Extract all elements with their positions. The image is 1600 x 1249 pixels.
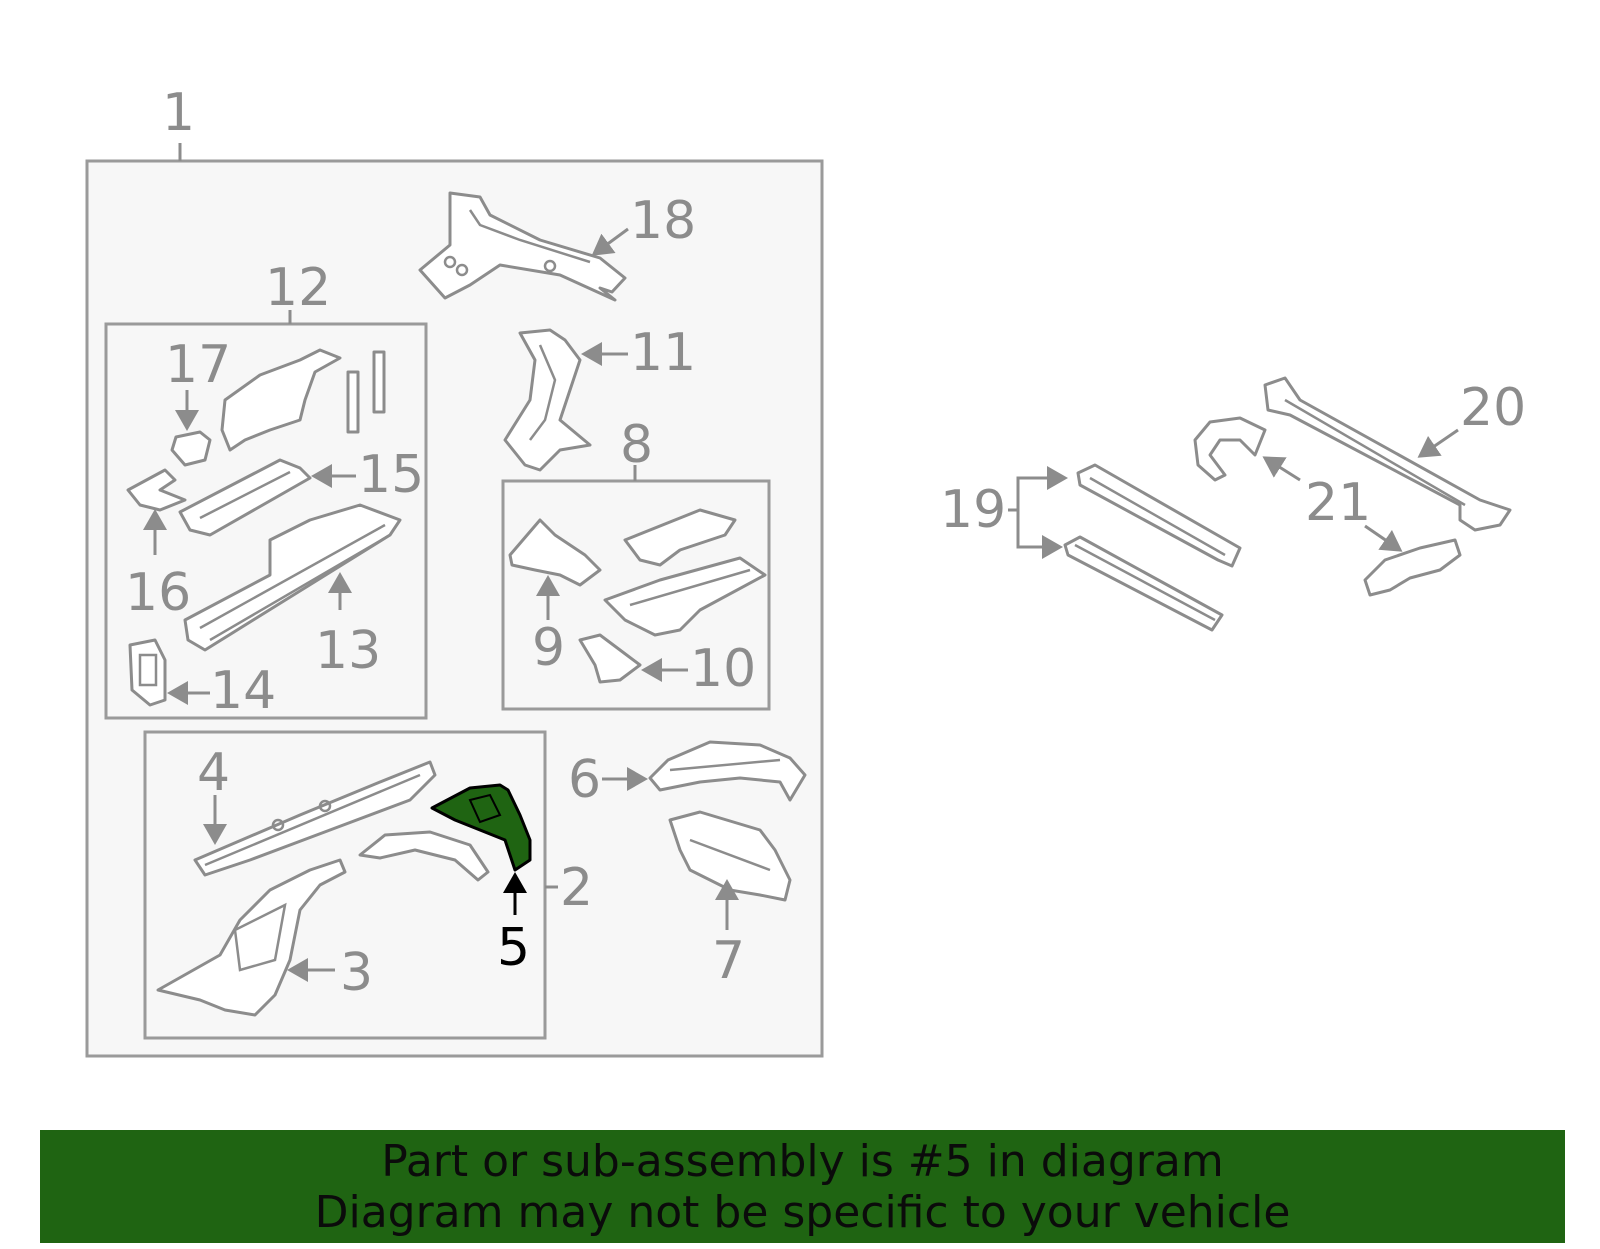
part-4[interactable] — [193, 760, 437, 877]
part-5-highlighted[interactable] — [430, 783, 532, 872]
callout-16[interactable]: 16 — [125, 563, 191, 623]
part-14[interactable] — [128, 638, 167, 707]
part-12-bracket — [220, 348, 386, 452]
callout-5[interactable]: 5 — [497, 918, 530, 978]
part-3[interactable] — [156, 858, 347, 1017]
callout-4[interactable]: 4 — [197, 743, 230, 803]
callout-13[interactable]: 13 — [315, 621, 381, 681]
callout-3[interactable]: 3 — [340, 943, 373, 1003]
callout-19[interactable]: 19 — [940, 480, 1006, 540]
info-banner: Part or sub-assembly is #5 in diagram Di… — [40, 1130, 1565, 1243]
callout-6[interactable]: 6 — [568, 750, 601, 810]
part-16[interactable] — [126, 468, 187, 512]
part-6[interactable] — [648, 740, 807, 802]
callout-15[interactable]: 15 — [358, 445, 424, 505]
part-18[interactable] — [418, 191, 627, 302]
part-19[interactable] — [1063, 463, 1242, 632]
part-17[interactable] — [170, 430, 212, 467]
part-9[interactable] — [508, 518, 602, 587]
callout-12[interactable]: 12 — [265, 258, 331, 318]
callout-8[interactable]: 8 — [620, 415, 653, 475]
banner-line-2: Diagram may not be specific to your vehi… — [314, 1187, 1291, 1238]
part-8-pieces — [603, 508, 767, 637]
callout-18[interactable]: 18 — [630, 191, 696, 251]
callout-7[interactable]: 7 — [712, 931, 745, 991]
callout-2[interactable]: 2 — [560, 858, 593, 918]
callout-10[interactable]: 10 — [690, 639, 756, 699]
callout-21[interactable]: 21 — [1305, 473, 1371, 533]
callout-1[interactable]: 1 — [162, 83, 195, 143]
part-21[interactable] — [1193, 416, 1462, 597]
part-11[interactable] — [503, 328, 592, 472]
callout-14[interactable]: 14 — [210, 661, 276, 721]
part-13[interactable] — [183, 503, 402, 652]
callout-20[interactable]: 20 — [1460, 378, 1526, 438]
callout-17[interactable]: 17 — [165, 335, 231, 395]
banner-line-1: Part or sub-assembly is #5 in diagram — [381, 1136, 1224, 1187]
callout-11[interactable]: 11 — [630, 323, 696, 383]
part-15[interactable] — [178, 458, 312, 537]
callout-9[interactable]: 9 — [532, 618, 565, 678]
part-2-arch — [358, 830, 490, 882]
part-20[interactable] — [1263, 376, 1512, 532]
part-10[interactable] — [578, 633, 642, 684]
part-7[interactable] — [668, 810, 792, 902]
